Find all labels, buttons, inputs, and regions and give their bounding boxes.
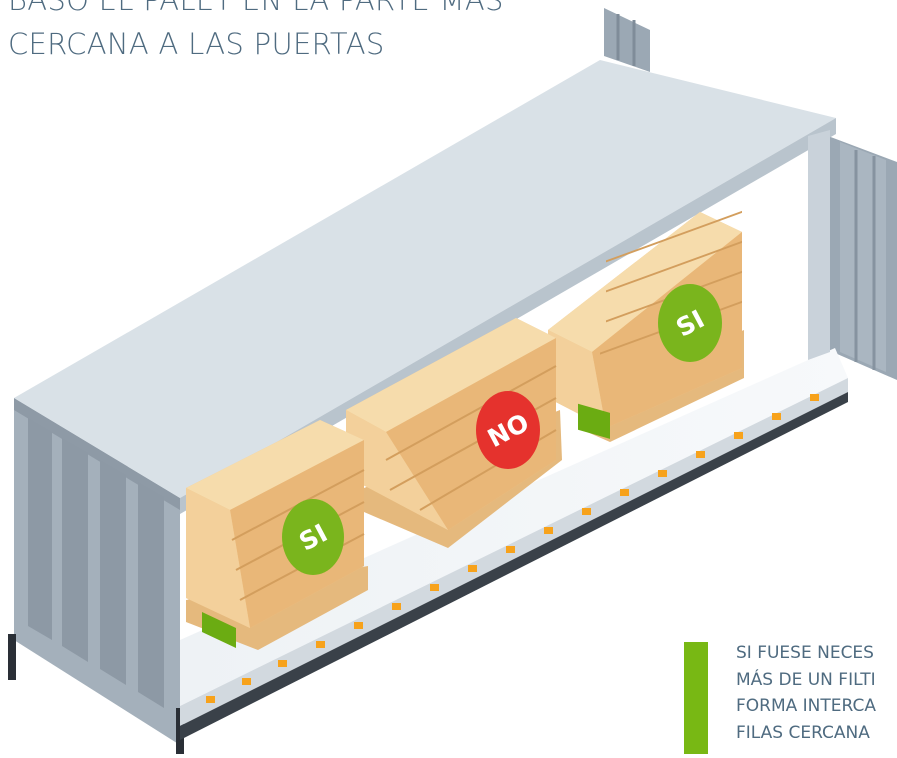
container-roof (14, 60, 836, 498)
note-line-4: FILAS CERCANA (736, 722, 870, 743)
badge-yes-right: SI (658, 284, 722, 362)
note-accent-bar (684, 642, 708, 754)
rail-lights (206, 394, 819, 703)
note-line-2: MÁS DE UN FILTI (736, 669, 876, 690)
pallet-left (186, 420, 368, 650)
badge-no-middle: NO (476, 391, 540, 469)
note-line-1: SI FUESE NECES (736, 643, 874, 663)
diagram-heading: BASO EL PALET EN LA PARTE MÁS CERCANA A … (8, 0, 588, 66)
container-end-wall (8, 398, 184, 754)
note-line-3: FORMA INTERCA (736, 696, 876, 716)
badge-yes-left: SI (282, 499, 344, 575)
heading-line-1: BASO EL PALET EN LA PARTE MÁS (8, 0, 504, 17)
container-floor (180, 348, 848, 706)
side-note: SI FUESE NECES MÁS DE UN FILTI FORMA INT… (684, 640, 897, 758)
heading-line-2: CERCANA A LAS PUERTAS (8, 27, 385, 61)
open-door-left (604, 8, 650, 72)
open-door-right (828, 136, 897, 380)
note-text: SI FUESE NECES MÁS DE UN FILTI FORMA INT… (736, 640, 897, 746)
